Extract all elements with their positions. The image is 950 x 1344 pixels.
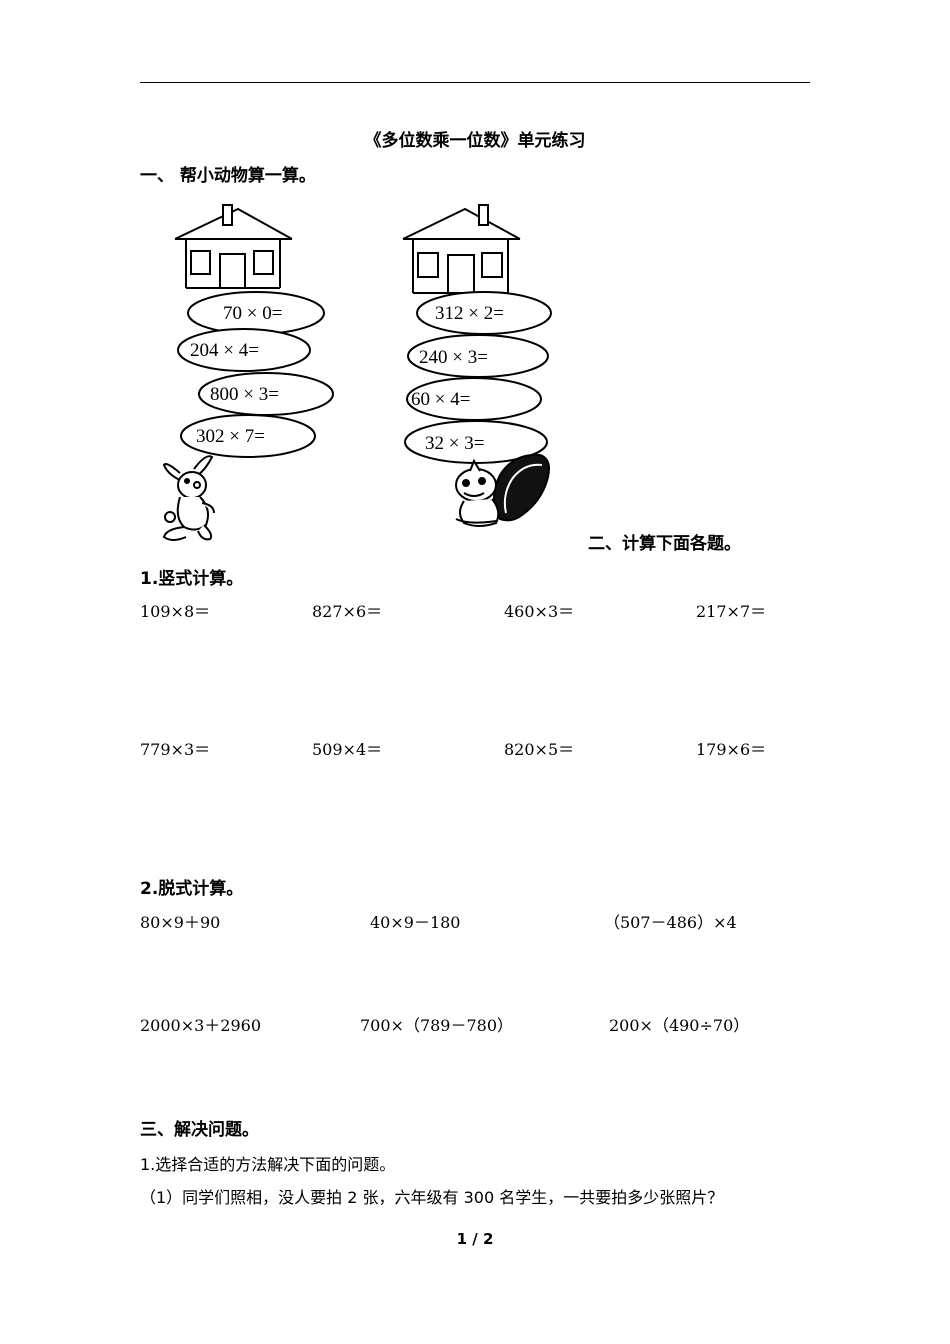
vertical-problem-8: 179×6＝: [696, 740, 767, 759]
right-eq-3: 60 × 4=: [411, 389, 470, 410]
page-title: 《多位数乘一位数》单元练习: [364, 131, 586, 151]
section1-heading: 一、 帮小动物算一算。: [140, 166, 316, 186]
left-eq-3: 800 × 3=: [210, 384, 279, 405]
word-problem-1: （1）同学们照相，没人要拍 2 张，六年级有 300 名学生，一共要拍多少张照片…: [140, 1188, 724, 1207]
left-eq-1: 70 × 0=: [223, 303, 282, 324]
stepwise-problem-4: 2000×3＋2960: [140, 1016, 262, 1035]
stepwise-problem-3: （507－486）×4: [604, 913, 737, 932]
squirrel-icon: [455, 453, 550, 527]
left-eq-4: 302 × 7=: [196, 426, 265, 447]
vertical-problem-4: 217×7＝: [696, 602, 767, 621]
section2-heading: 二、计算下面各题。: [588, 534, 741, 554]
left-house-icon: [174, 204, 293, 289]
vertical-problem-2: 827×6＝: [312, 602, 383, 621]
right-eq-2: 240 × 3=: [419, 347, 488, 368]
right-eq-1: 312 × 2=: [435, 303, 504, 324]
vertical-problem-5: 779×3＝: [140, 740, 211, 759]
stepwise-problem-1: 80×9＋90: [140, 913, 221, 932]
right-ellipse-3: [406, 377, 542, 421]
vertical-problem-1: 109×8＝: [140, 602, 211, 621]
header-rule: [140, 82, 810, 83]
right-ellipse-1: [416, 291, 552, 335]
right-ellipse-2: [407, 334, 549, 378]
page-number: 1 / 2: [456, 1230, 494, 1248]
stepwise-problem-2: 40×9－180: [370, 913, 461, 932]
vertical-calc-heading: 1.竖式计算。: [140, 569, 244, 589]
section3-heading: 三、解决问题。: [140, 1120, 259, 1140]
left-ellipse-2: [177, 328, 311, 372]
problem-instruction: 1.选择合适的方法解决下面的问题。: [140, 1155, 396, 1174]
left-eq-2: 204 × 4=: [190, 340, 259, 361]
stepwise-calc-heading: 2.脱式计算。: [140, 879, 244, 899]
animal-houses-illustration: 70 × 0= 204 × 4= 800 × 3= 302 × 7=: [150, 193, 572, 559]
vertical-problem-7: 820×5＝: [504, 740, 575, 759]
rabbit-icon: [162, 455, 215, 541]
vertical-problem-6: 509×4＝: [312, 740, 383, 759]
left-ellipse-4: [180, 414, 316, 458]
stepwise-problem-5: 700×（789－780）: [360, 1016, 514, 1035]
right-eq-4: 32 × 3=: [425, 433, 484, 454]
right-house-icon: [402, 204, 521, 294]
vertical-problem-3: 460×3＝: [504, 602, 575, 621]
stepwise-problem-6: 200×（490÷70）: [609, 1016, 750, 1035]
